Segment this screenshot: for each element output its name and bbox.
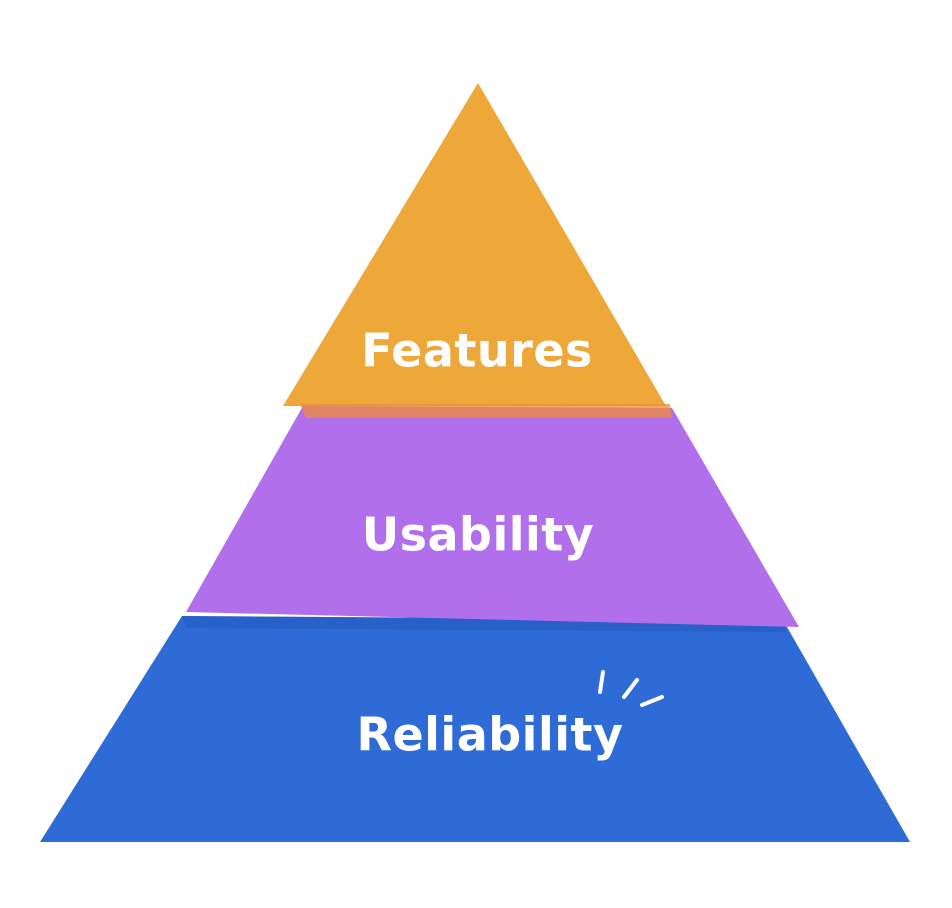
tier-features-shape xyxy=(283,83,666,406)
tier-reliability-shape xyxy=(40,616,910,842)
sparkle-icon xyxy=(598,670,664,707)
tier-reliability: Reliability xyxy=(40,616,910,842)
tier-usability-shape xyxy=(186,406,799,627)
tier-usability: Usability xyxy=(186,406,799,627)
tier-reliability-label: Reliability xyxy=(357,708,624,762)
tier-features-edge xyxy=(300,404,672,418)
tier-features: Features xyxy=(283,83,672,418)
tier-features-label: Features xyxy=(361,324,593,378)
tier-usability-label: Usability xyxy=(362,508,594,562)
